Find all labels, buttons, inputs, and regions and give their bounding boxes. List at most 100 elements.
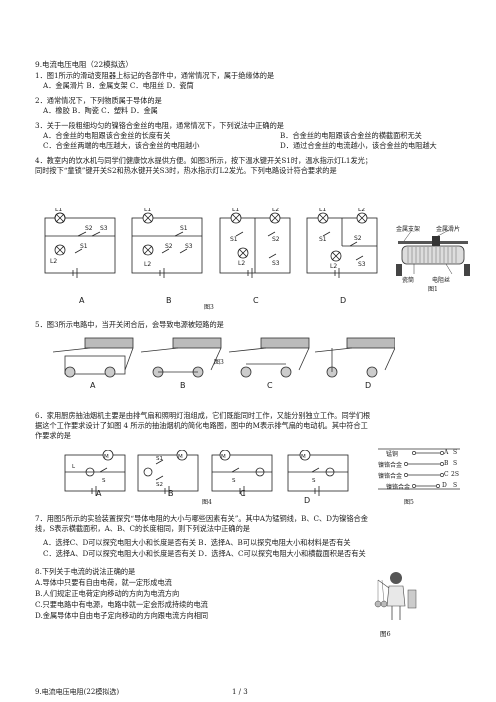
q5-option-d-label: D bbox=[365, 381, 372, 390]
q4-option-c-label: C bbox=[253, 296, 259, 305]
fig5-row-d-area: S bbox=[453, 482, 458, 489]
q8-option-d: D.金属导体中自由电子定向移动的方向跟电流方向相同 bbox=[35, 611, 209, 620]
q3-stem: 3．关于一段粗细均匀的镍铬合金丝的电阻，通常情况下，下列说法中正确的是 bbox=[35, 121, 284, 130]
q4-option-a-label: A bbox=[79, 296, 85, 305]
q5-option-a-label: A bbox=[90, 381, 96, 390]
q6-line2: 据这个工作要求设计了如图 4 所示的抽油烟机的简化电路图，图中的M表示排气扇的电… bbox=[35, 421, 368, 430]
fig1-wire-label: 电阻丝 bbox=[432, 277, 451, 284]
rheostat-figure bbox=[396, 229, 470, 276]
q8-option-b: B.人们规定正电荷定向移动的方向为电流方向 bbox=[35, 589, 180, 598]
fig6-caption: 图6 bbox=[380, 630, 391, 638]
footer-title: 9.电流电压电阻(22模拟选) bbox=[35, 688, 120, 696]
svg-text:S3: S3 bbox=[358, 261, 366, 268]
q4-line2: 同时按下“童锁”键开关S2和热水键开关S3时，热水指示灯L2发光。下列电路设计符… bbox=[35, 166, 337, 175]
svg-text:L2: L2 bbox=[50, 258, 57, 265]
q6-line3: 作要求的是 bbox=[35, 431, 71, 440]
fig5-row-b-area: S bbox=[453, 460, 458, 467]
q3-option-a: A．合金丝的电阻跟该合金丝的长度有关 bbox=[43, 131, 171, 140]
svg-text:S: S bbox=[232, 478, 236, 484]
svg-text:S: S bbox=[312, 478, 316, 484]
q3-option-d: D．通过合金丝的电流越小，该合金丝的电阻越大 bbox=[280, 141, 437, 150]
svg-text:S3: S3 bbox=[100, 225, 108, 232]
fig1-support-label: 金属支架 bbox=[396, 226, 421, 233]
fig1-slider-label: 金属滑片 bbox=[436, 226, 461, 233]
q7-options-ab: A．选择C、D可以探究电阻大小和长度是否有关 B．选择A、B可以探究电阻大小和材… bbox=[43, 538, 351, 547]
q5-circuits-figure bbox=[52, 337, 395, 378]
q7-line2: 线，S表示横截面积，A、B、C的长度相同，则下列说法中正确的是 bbox=[35, 524, 250, 533]
svg-text:S2: S2 bbox=[165, 243, 173, 250]
fig6-illustration bbox=[374, 572, 417, 620]
svg-text:S: S bbox=[102, 478, 106, 484]
svg-text:S1: S1 bbox=[156, 456, 163, 462]
svg-text:L: L bbox=[72, 464, 76, 470]
q5-stem: 5．图3所示电路中，当开关闭合后，会导致电源被短路的是 bbox=[35, 320, 224, 329]
svg-text:L2: L2 bbox=[144, 261, 151, 268]
svg-text:L2: L2 bbox=[272, 208, 279, 213]
svg-text:L2: L2 bbox=[358, 208, 365, 213]
q3-option-b: B．合金丝的电阻跟该合金丝的横截面积无关 bbox=[280, 131, 422, 140]
q6-option-c-label: C bbox=[240, 489, 246, 498]
fig5-wire-board: 锰铜 A S 镍铬合金 B S 镍铬合金 C 2S 镍铬合金 D S bbox=[378, 445, 460, 491]
svg-text:S2: S2 bbox=[354, 235, 362, 242]
svg-text:S1: S1 bbox=[180, 225, 188, 232]
q4-option-d-label: D bbox=[340, 296, 347, 305]
q5-figure-caption: 图3 bbox=[214, 359, 224, 366]
q8-option-c: C.只要电路中有电源，电路中就一定会形成持续的电流 bbox=[35, 600, 208, 609]
q2-stem: 2．通常情况下，下列物质属于导体的是 bbox=[35, 96, 162, 105]
fig5-row-c-material: 镍铬合金 bbox=[378, 473, 403, 480]
page-number: 1 / 3 bbox=[232, 688, 248, 696]
q4-figure-caption: 图3 bbox=[204, 304, 214, 311]
q6-option-b-label: B bbox=[168, 489, 174, 498]
q6-option-d-label: D bbox=[304, 496, 311, 505]
svg-text:L1: L1 bbox=[232, 208, 239, 213]
svg-text:M: M bbox=[104, 454, 109, 460]
svg-text:S1: S1 bbox=[319, 236, 327, 243]
fig5-row-a-material: 锰铜 bbox=[386, 451, 399, 458]
svg-text:S1: S1 bbox=[80, 243, 88, 250]
q5-option-c-label: C bbox=[267, 381, 273, 390]
fig5-row-c-letter: C bbox=[444, 471, 449, 478]
fig5-row-b-letter: B bbox=[444, 460, 449, 467]
svg-text:S3: S3 bbox=[185, 243, 193, 250]
svg-text:L2: L2 bbox=[330, 263, 337, 270]
svg-text:M: M bbox=[301, 454, 306, 460]
svg-text:L1: L1 bbox=[55, 208, 62, 213]
doc-title: 9.电流电压电阻（22模拟选） bbox=[35, 60, 133, 69]
q6-figure-caption: 图4 bbox=[202, 499, 212, 506]
q3-option-c: C．合金丝两端的电压越大，该合金丝的电阻越小 bbox=[43, 141, 200, 150]
svg-text:S2: S2 bbox=[272, 236, 280, 243]
q1-options: A．金属滑片 B．金属支架 C．电阻丝 D．瓷筒 bbox=[43, 81, 194, 90]
q1-stem: 1．图1所示的滑动变阻器上标记的各部件中，通常情况下，属于绝缘体的是 bbox=[35, 71, 275, 80]
svg-text:L2: L2 bbox=[238, 260, 245, 267]
svg-text:S1: S1 bbox=[230, 236, 238, 243]
q8-stem: 8.下列关于电流的说法正确的是 bbox=[35, 567, 136, 576]
fig5-row-a-letter: A bbox=[444, 449, 449, 456]
fig5-row-b-material: 镍铬合金 bbox=[378, 462, 403, 469]
q7-options-cd: C．选择A、D可以探究电阻大小和长度是否有关 D．选择A、C可以探究电阻大小和横… bbox=[43, 549, 366, 558]
q5-option-b-label: B bbox=[180, 381, 186, 390]
svg-text:M: M bbox=[221, 454, 226, 460]
fig5-wires bbox=[378, 448, 460, 490]
fig1-tube-label: 瓷筒 bbox=[402, 277, 415, 284]
fig5-row-a-area: S bbox=[453, 449, 458, 456]
svg-text:L1: L1 bbox=[319, 208, 326, 213]
svg-text:S2: S2 bbox=[85, 225, 93, 232]
svg-text:S2: S2 bbox=[156, 482, 163, 488]
fig5-row-c-area: 2S bbox=[451, 471, 459, 478]
svg-text:S3: S3 bbox=[272, 260, 280, 267]
fig5-row-d-letter: D bbox=[442, 482, 447, 489]
q4-line1: 4．教室内的饮水机与同学们健康饮水提供方便。如图3所示，按下温水键开关S1时，温… bbox=[35, 156, 373, 165]
q6-line1: 6．家用厨房抽油烟机主要是由排气扇和照明灯泡组成，它们既能同时工作，又能分别独立… bbox=[35, 411, 371, 420]
svg-text:L1: L1 bbox=[144, 208, 151, 213]
q2-options: A．橡胶 B．陶瓷 C．塑料 D．金属 bbox=[43, 106, 158, 115]
fig1-caption: 图1 bbox=[428, 286, 438, 293]
svg-text:M: M bbox=[178, 454, 183, 460]
q6-option-a-label: A bbox=[96, 489, 102, 498]
q7-line1: 7．用图5所示的实验装置探究“导体电阻的大小与哪些因素有关”。其中A为锰铜线，B… bbox=[35, 514, 368, 523]
q8-option-a: A.导体中只要有自由电荷，就一定形成电流 bbox=[35, 578, 172, 587]
q4-option-b-label: B bbox=[166, 296, 172, 305]
fig5-caption: 图5 bbox=[404, 499, 414, 506]
